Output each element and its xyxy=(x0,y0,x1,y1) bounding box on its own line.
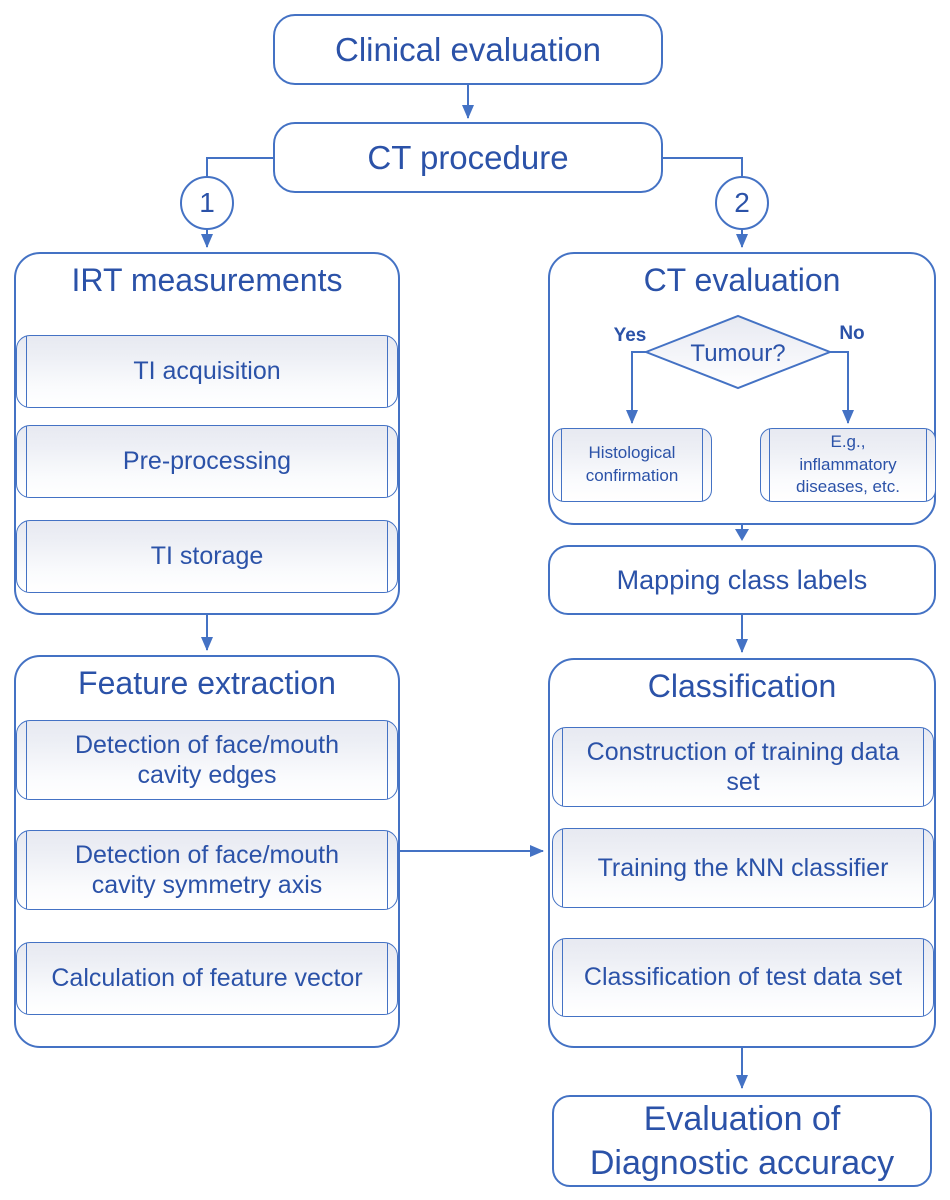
container-irt-measurements: IRT measurements TI acquisition Pre-proc… xyxy=(14,252,400,615)
container-ct-evaluation: CT evaluation Histological confirmation … xyxy=(548,252,936,525)
container-classification: Classification Construction of training … xyxy=(548,658,936,1048)
node-histological-confirmation: Histological confirmation xyxy=(552,428,712,502)
node-mapping-class-labels: Mapping class labels xyxy=(548,545,936,615)
branch-label-1: 1 xyxy=(199,187,215,218)
node-evaluation-diagnostic-accuracy: Evaluation of Diagnostic accuracy xyxy=(552,1095,932,1187)
classification-title: Classification xyxy=(647,668,837,704)
branch-label-2: 2 xyxy=(734,187,750,218)
step-pre-processing: Pre-processing xyxy=(16,425,398,498)
step-classification-test-set: Classification of test data set xyxy=(552,938,934,1017)
step-ti-acquisition: TI acquisition xyxy=(16,335,398,408)
step-detection-symmetry-axis: Detection of face/mouth cavity symmetry … xyxy=(16,830,398,910)
decision-label-tumour: Tumour? xyxy=(690,340,786,367)
ct-evaluation-title: CT evaluation xyxy=(643,262,841,298)
label-no: No xyxy=(839,323,865,344)
feature-extraction-title: Feature extraction xyxy=(78,665,336,701)
step-training-knn-classifier: Training the kNN classifier xyxy=(552,828,934,908)
label-yes: Yes xyxy=(613,325,647,346)
connector-cteval-to-mapping-arrowhead xyxy=(735,529,749,541)
node-ct-procedure: CT procedure xyxy=(273,122,663,193)
step-construction-training-set: Construction of training data set xyxy=(552,727,934,807)
node-inflammatory-diseases: E.g., inflammatory diseases, etc. xyxy=(760,428,936,502)
irt-measurements-title: IRT measurements xyxy=(71,262,343,298)
step-ti-storage: TI storage xyxy=(16,520,398,593)
step-detection-cavity-edges: Detection of face/mouth cavity edges xyxy=(16,720,398,800)
container-feature-extraction: Feature extraction Detection of face/mou… xyxy=(14,655,400,1048)
step-calculation-feature-vector: Calculation of feature vector xyxy=(16,942,398,1015)
node-clinical-evaluation: Clinical evaluation xyxy=(273,14,663,85)
